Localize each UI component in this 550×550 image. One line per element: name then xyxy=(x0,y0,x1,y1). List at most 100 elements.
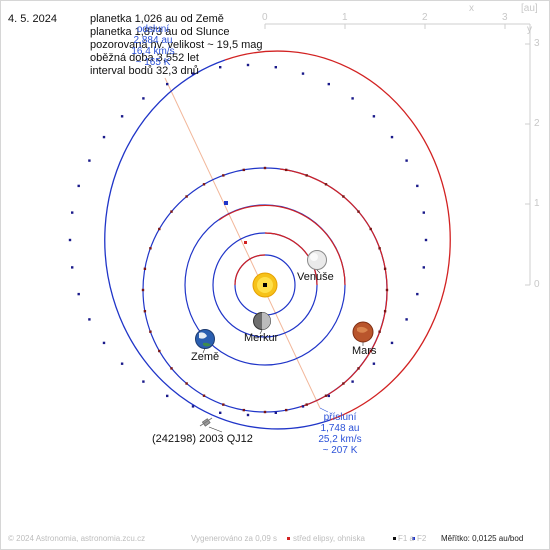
orbit-tick xyxy=(369,227,372,231)
asteroid-orbit-blue xyxy=(104,59,331,430)
orbit-tick xyxy=(274,66,277,69)
axis-y-2: 2 xyxy=(534,118,540,129)
perihelion-speed: 25,2 km/s xyxy=(318,434,362,445)
distance-from-earth: planetka 1,026 au od Země xyxy=(90,13,224,25)
perihelion-distance: 1,748 au xyxy=(320,423,360,434)
orbit-tick xyxy=(246,413,250,417)
orbit-tick xyxy=(405,318,408,321)
orbit-tick xyxy=(390,341,394,345)
orbit-tick xyxy=(166,82,169,86)
orbit-tick xyxy=(369,349,372,353)
orbit-tick xyxy=(202,394,206,397)
perihelion-label: přísluní xyxy=(323,412,357,423)
orbit-tick xyxy=(351,97,354,100)
orbit-tick xyxy=(219,411,222,414)
orbit-tick xyxy=(351,380,354,383)
orbit-tick xyxy=(383,310,387,313)
orbit-tick xyxy=(120,362,124,365)
axis-x-0: 0 xyxy=(262,12,268,23)
orbital-period: oběžná doba 3,552 let xyxy=(90,52,199,64)
orbit-tick xyxy=(342,195,345,198)
orbit-tick xyxy=(324,183,328,186)
legend-ellipse-center-mark xyxy=(287,537,290,540)
axis-unit: [au] xyxy=(521,3,538,14)
orbit-tick xyxy=(385,288,389,292)
axis-y-0: 0 xyxy=(534,279,540,290)
orbit-tick xyxy=(246,63,250,67)
legend-f1-mark xyxy=(393,537,396,540)
orbit-tick xyxy=(357,367,360,370)
copyright-link[interactable]: © 2024 Astronomia, astronomia.zcu.cz xyxy=(8,534,146,543)
orbit-tick xyxy=(143,310,147,313)
venus xyxy=(307,250,327,270)
point-interval: interval bodů 32,3 dnů xyxy=(90,65,199,77)
orbit-tick xyxy=(372,362,376,365)
orbit-tick xyxy=(263,166,267,170)
observed-magnitude: pozorovaná hv. velikost ~ 19,5 mag xyxy=(90,39,263,51)
orbit-tick xyxy=(285,408,288,412)
orbit-tick xyxy=(166,394,169,398)
orbit-tick xyxy=(170,210,173,213)
orbit-tick xyxy=(305,403,308,406)
orbit-tick xyxy=(143,267,147,270)
mercury-label: Merkur xyxy=(244,332,279,344)
venus-label: Venuše xyxy=(297,271,334,283)
aphelion-temperature: ~ 165 K xyxy=(135,57,171,68)
orbit-tick xyxy=(324,394,328,397)
orbit-tick xyxy=(301,405,305,408)
orbit-tick xyxy=(170,367,173,370)
orbit-tick xyxy=(342,382,345,385)
earth xyxy=(195,329,215,349)
orbit-tick xyxy=(141,288,145,292)
orbit-tick xyxy=(68,238,72,242)
date-label: 4. 5. 2024 xyxy=(8,13,57,25)
orbit-tick xyxy=(378,247,381,250)
orbit-tick xyxy=(416,184,419,188)
legend-f2: F2 xyxy=(417,534,427,543)
perihelion-annotation: přísluní 1,748 au 25,2 km/s ~ 207 K xyxy=(312,412,368,456)
orbit-tick xyxy=(263,410,267,414)
orbit-tick xyxy=(327,394,330,398)
orbit-tick xyxy=(102,341,106,345)
orbit-tick xyxy=(372,115,376,118)
asteroid-orbit-red xyxy=(224,50,451,421)
orbit-tick xyxy=(185,195,188,198)
axis-x-3: 3 xyxy=(502,12,508,23)
focus-marker xyxy=(244,241,247,244)
axis-y-1: 1 xyxy=(534,198,540,209)
axis-x-label: x xyxy=(469,3,474,14)
legend-f1: F1 a xyxy=(398,534,415,543)
aphelion-distance: 2,884 au xyxy=(133,35,173,46)
legend-f2-mark xyxy=(412,537,415,540)
orbit-tick xyxy=(390,135,394,139)
orbit-tick xyxy=(422,266,425,269)
orbit-tick xyxy=(142,380,145,383)
orbit-tick xyxy=(378,330,381,333)
axes xyxy=(264,23,531,286)
orbit-tick xyxy=(242,408,245,412)
orbit-ticks xyxy=(68,63,428,417)
aphelion-speed: 16,4 km/s xyxy=(131,46,175,57)
orbit-tick xyxy=(149,330,152,333)
orbit-tick xyxy=(305,174,308,177)
orbit-tick xyxy=(285,168,288,172)
orbit-tick xyxy=(191,405,195,408)
legend-ellipse-center: střed elipsy, ohniska xyxy=(293,534,365,543)
axis-y-label: y xyxy=(527,24,532,35)
orbit-tick xyxy=(357,210,360,213)
mars xyxy=(352,321,374,343)
orbit-tick xyxy=(242,168,245,172)
orbit-tick xyxy=(142,97,145,100)
orbit-tick xyxy=(219,66,222,69)
orbit-tick xyxy=(88,318,91,321)
orbit-tick xyxy=(301,72,305,75)
aphelion-annotation: odsluní 2,884 au 16,4 km/s ~ 165 K xyxy=(128,24,178,68)
orbit-tick xyxy=(191,72,195,75)
axis-x-1: 1 xyxy=(342,12,348,23)
orbit-tick xyxy=(149,247,152,250)
render-time: Vygenerováno za 0,09 s xyxy=(191,534,277,543)
mercury xyxy=(253,312,271,330)
orbit-tick xyxy=(222,174,225,177)
